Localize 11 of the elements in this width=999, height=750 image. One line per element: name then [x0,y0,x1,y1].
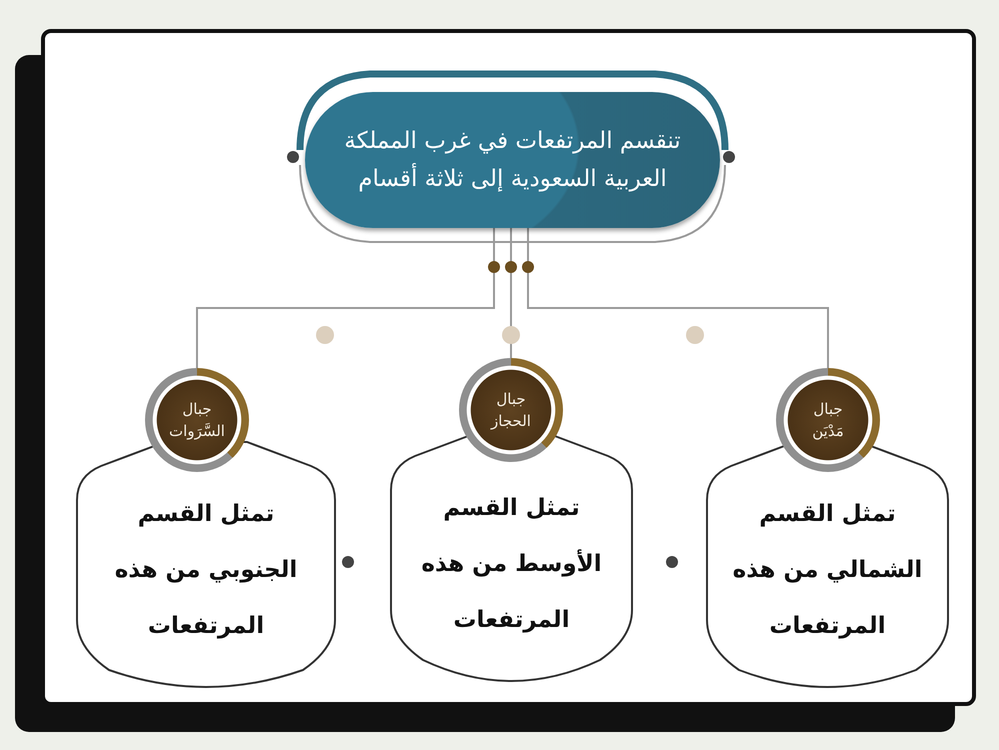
card-text: تمثل القسم الجنوبي من هذه المرتفعات [114,500,298,641]
title-text: تنقسم المرتفعات في غرب المملكة العربية السعودية إلى ثلاثة أقسام [343,127,682,194]
card-text: تمثل القسم الشمالي من هذه المرتفعات [732,500,924,641]
card-text: تمثل القسم الأوسط من هذه المرتفعات [420,494,603,635]
circle-label: جبال مَدْيَن [811,399,845,442]
connector-line [527,228,829,368]
circle-label: جبال الحجاز [489,389,532,432]
circle-label: جبال السَّرَوات [168,399,226,442]
connector-line [196,228,495,368]
title-pill [305,92,720,228]
connector-line [510,228,512,358]
